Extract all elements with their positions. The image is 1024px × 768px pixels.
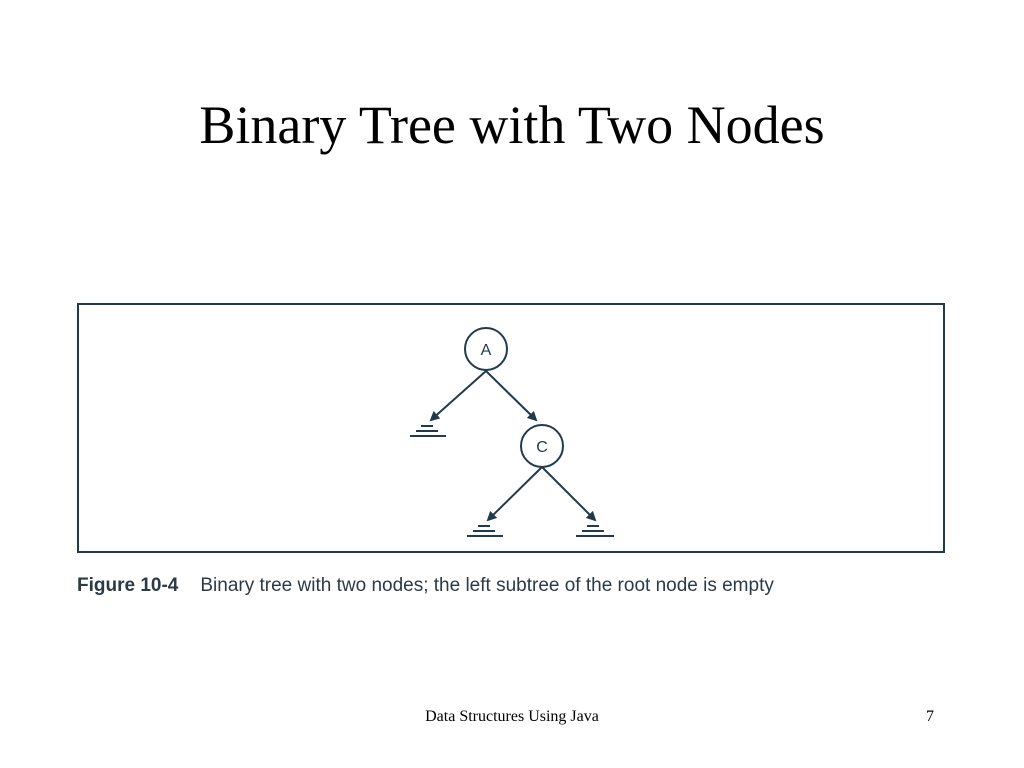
null-ground-icon (410, 425, 446, 437)
node-a-label: A (481, 342, 492, 359)
figure-frame: A C (77, 303, 945, 553)
figure-number: Figure 10-4 (77, 575, 179, 596)
node-a: A (464, 327, 508, 371)
page-number: 7 (926, 708, 934, 725)
node-c-label: C (536, 439, 548, 456)
edge-c-right-null (541, 466, 597, 522)
figure-caption: Figure 10-4 Binary tree with two nodes; t… (77, 575, 774, 597)
slide-title: Binary Tree with Two Nodes (199, 95, 825, 155)
binary-tree-diagram: A C (410, 327, 614, 537)
edge-c-left-null (486, 466, 543, 522)
edge-a-to-c (485, 370, 538, 422)
footer-text: Data Structures Using Java (425, 708, 599, 725)
figure-caption-text: Binary tree with two nodes; the left sub… (200, 575, 774, 596)
node-c: C (520, 424, 564, 468)
null-ground-icon (467, 525, 503, 537)
edge-a-left-null (429, 370, 487, 422)
null-ground-icon (576, 525, 614, 537)
